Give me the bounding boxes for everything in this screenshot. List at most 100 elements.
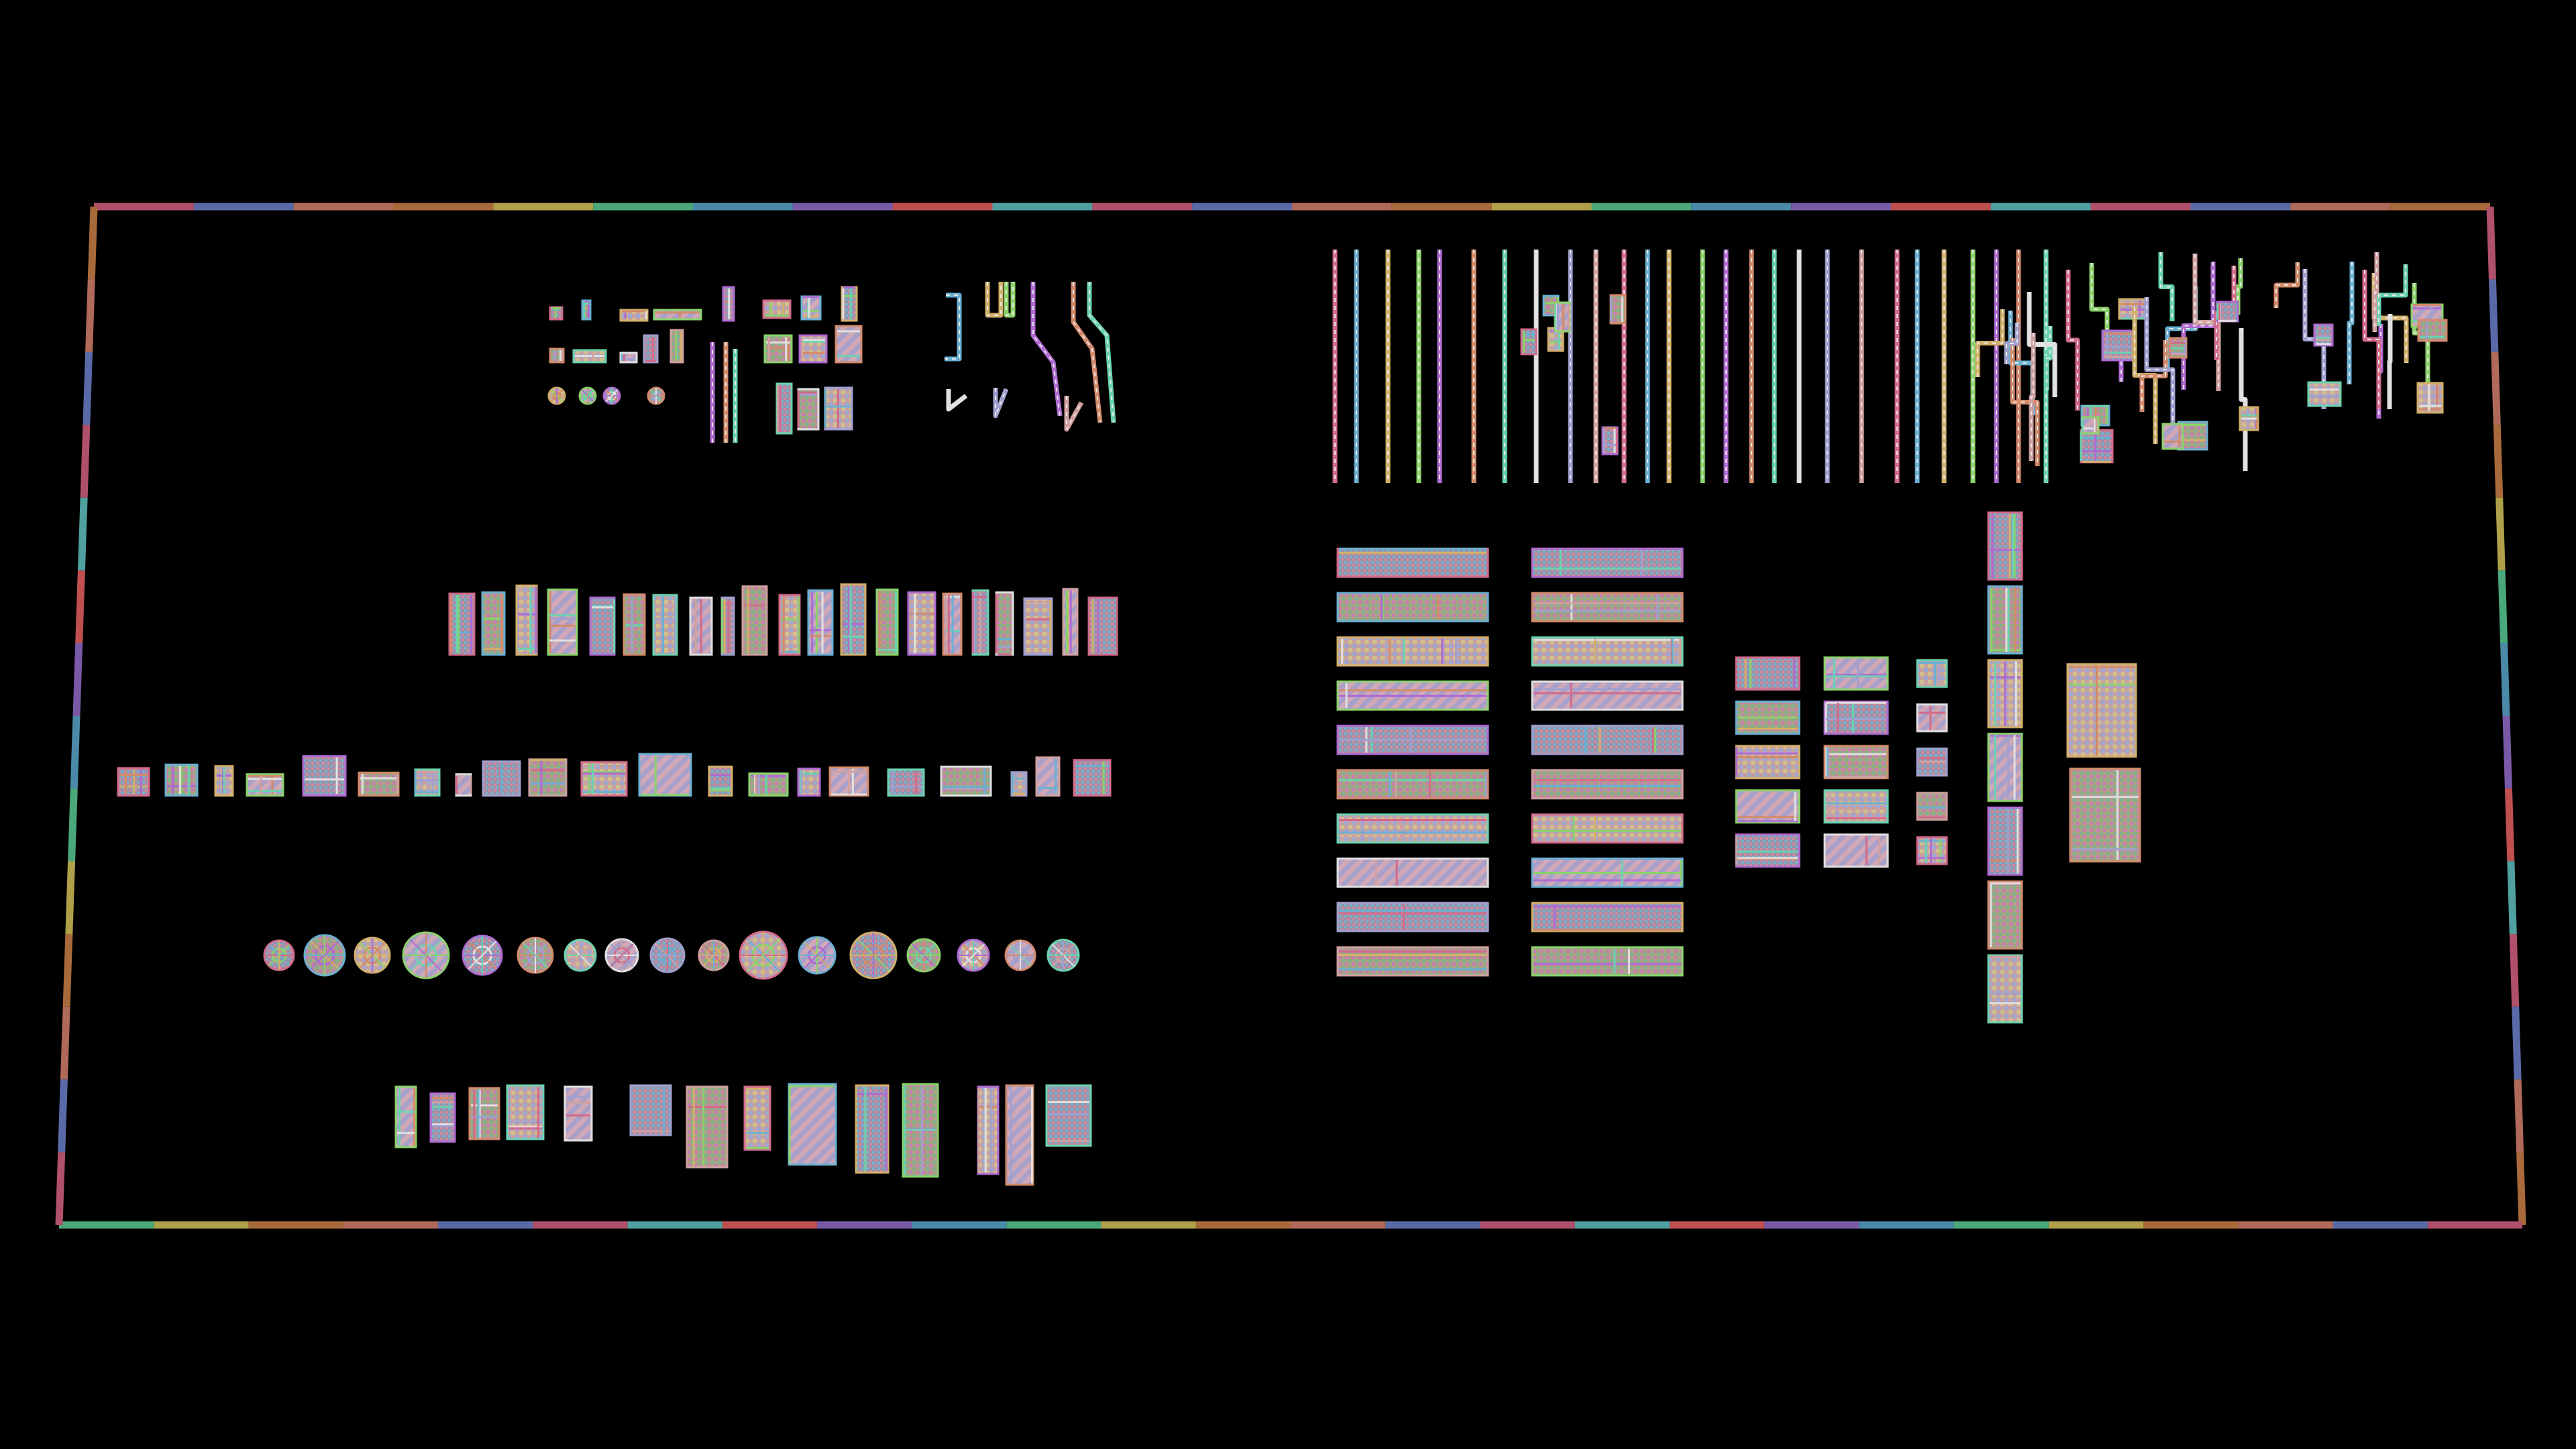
asset-tile[interactable] [1531,769,1684,800]
connectors-row [394,1083,1092,1186]
asset-tile[interactable] [481,591,506,656]
asset-tile[interactable] [1531,592,1684,623]
asset-tile[interactable] [1336,813,1489,844]
frame-right-segment [2491,352,2501,425]
asset-tile[interactable] [778,594,801,656]
pipe-highlight [2160,252,2173,321]
small-fittings-group [547,286,863,443]
asset-tile[interactable] [995,591,1014,656]
asset-tile[interactable] [2066,663,2137,758]
asset-tile[interactable] [2080,429,2114,464]
asset-pipe[interactable] [2235,258,2243,315]
asset-tile[interactable] [246,773,284,797]
asset-tile[interactable] [1336,857,1489,888]
pipe-highlight [2378,264,2406,326]
pipe-highlight [2275,262,2298,308]
disc-spoke [655,943,680,968]
asset-tile[interactable] [429,1092,456,1143]
asset-tile[interactable] [855,1084,890,1174]
asset-tile[interactable] [1010,771,1028,797]
asset-tile[interactable] [619,309,649,322]
asset-tile[interactable] [549,347,565,364]
asset-tile[interactable] [775,382,793,435]
frame-left-segment [83,352,93,425]
asset-tile[interactable] [1531,547,1684,578]
disc-spoke [550,389,564,402]
asset-tile[interactable] [638,753,692,797]
asset-tile[interactable] [840,583,867,656]
pipe-highlight [2006,323,2018,364]
asset-tile[interactable] [1987,585,2023,655]
pipe-bends-group [945,282,1116,432]
asset-tile[interactable] [1735,656,1801,691]
asset-tile[interactable] [1520,328,1538,356]
asset-tile[interactable] [977,1085,1000,1175]
pipe-highlight [948,389,967,411]
asset-tile[interactable] [2313,323,2334,347]
asset-tile[interactable] [1336,769,1489,800]
asset-tile[interactable] [1531,902,1684,932]
asset-tile[interactable] [1916,792,1948,821]
asset-tile[interactable] [1823,745,1889,780]
asset-tile[interactable] [580,761,628,797]
asset-tile[interactable] [652,594,678,656]
asset-tile[interactable] [1987,954,2023,1024]
asset-pipe[interactable] [2347,262,2355,384]
asset-tile[interactable] [455,773,472,797]
asset-tile[interactable] [1531,813,1684,844]
asset-tile[interactable] [1023,597,1053,656]
asset-tile[interactable] [1987,733,2023,802]
asset-tile[interactable] [887,768,925,797]
frame-right-segment [2516,1152,2526,1226]
disc-spoke [610,943,634,967]
asset-tile[interactable] [1987,880,2023,950]
asset-tile[interactable] [653,309,702,321]
frame-left-segment [55,1152,66,1226]
asset-tile[interactable] [564,1085,593,1142]
asset-tile[interactable] [1336,592,1489,623]
asset-tile[interactable] [1336,636,1489,667]
asset-tile[interactable] [1531,680,1684,711]
disc-spoke [569,944,592,967]
asset-tile[interactable] [1735,745,1801,780]
asset-tile[interactable] [629,1084,672,1136]
asset-tile[interactable] [1531,946,1684,977]
frame-right-segment [2507,861,2517,934]
asset-tile[interactable] [448,592,476,656]
asset-tile[interactable] [1823,700,1889,735]
asset-tile[interactable] [1531,724,1684,755]
asset-tile[interactable] [547,588,578,656]
asset-tile[interactable] [1823,833,1889,868]
asset-tile[interactable] [2307,381,2342,407]
asset-tile[interactable] [302,755,347,797]
disc-spoke [1009,944,1032,967]
asset-tile[interactable] [1916,703,1948,733]
pipe-highlight [2012,338,2038,466]
pipe-highlight [2134,307,2156,444]
asset-tile[interactable] [741,585,768,656]
asset-tile[interactable] [708,765,733,797]
asset-tile[interactable] [515,584,538,656]
asset-tile[interactable] [743,1085,771,1151]
asset-tile[interactable] [1823,789,1889,824]
asset-tile[interactable] [1987,806,2023,876]
asset-tile[interactable] [528,758,568,797]
asset-tile[interactable] [1987,511,2023,581]
asset-tile[interactable] [1916,659,1948,688]
asset-tile[interactable] [2069,767,2141,863]
asset-tile[interactable] [2416,382,2444,414]
asset-tile[interactable] [1531,636,1684,667]
asset-tile[interactable] [788,1083,837,1166]
round-valves-row [263,930,1080,980]
asset-tile[interactable] [1336,902,1489,932]
asset-tile[interactable] [1609,294,1627,325]
asset-tile[interactable] [643,334,659,364]
asset-tile[interactable] [358,771,400,797]
mixed-tiles-row [117,753,1112,797]
asset-tile[interactable] [907,591,936,656]
asset-tile[interactable] [1045,1084,1092,1147]
asset-tile[interactable] [940,765,992,797]
pipe-highlight [1006,282,1014,316]
disc-spoke [522,942,549,969]
